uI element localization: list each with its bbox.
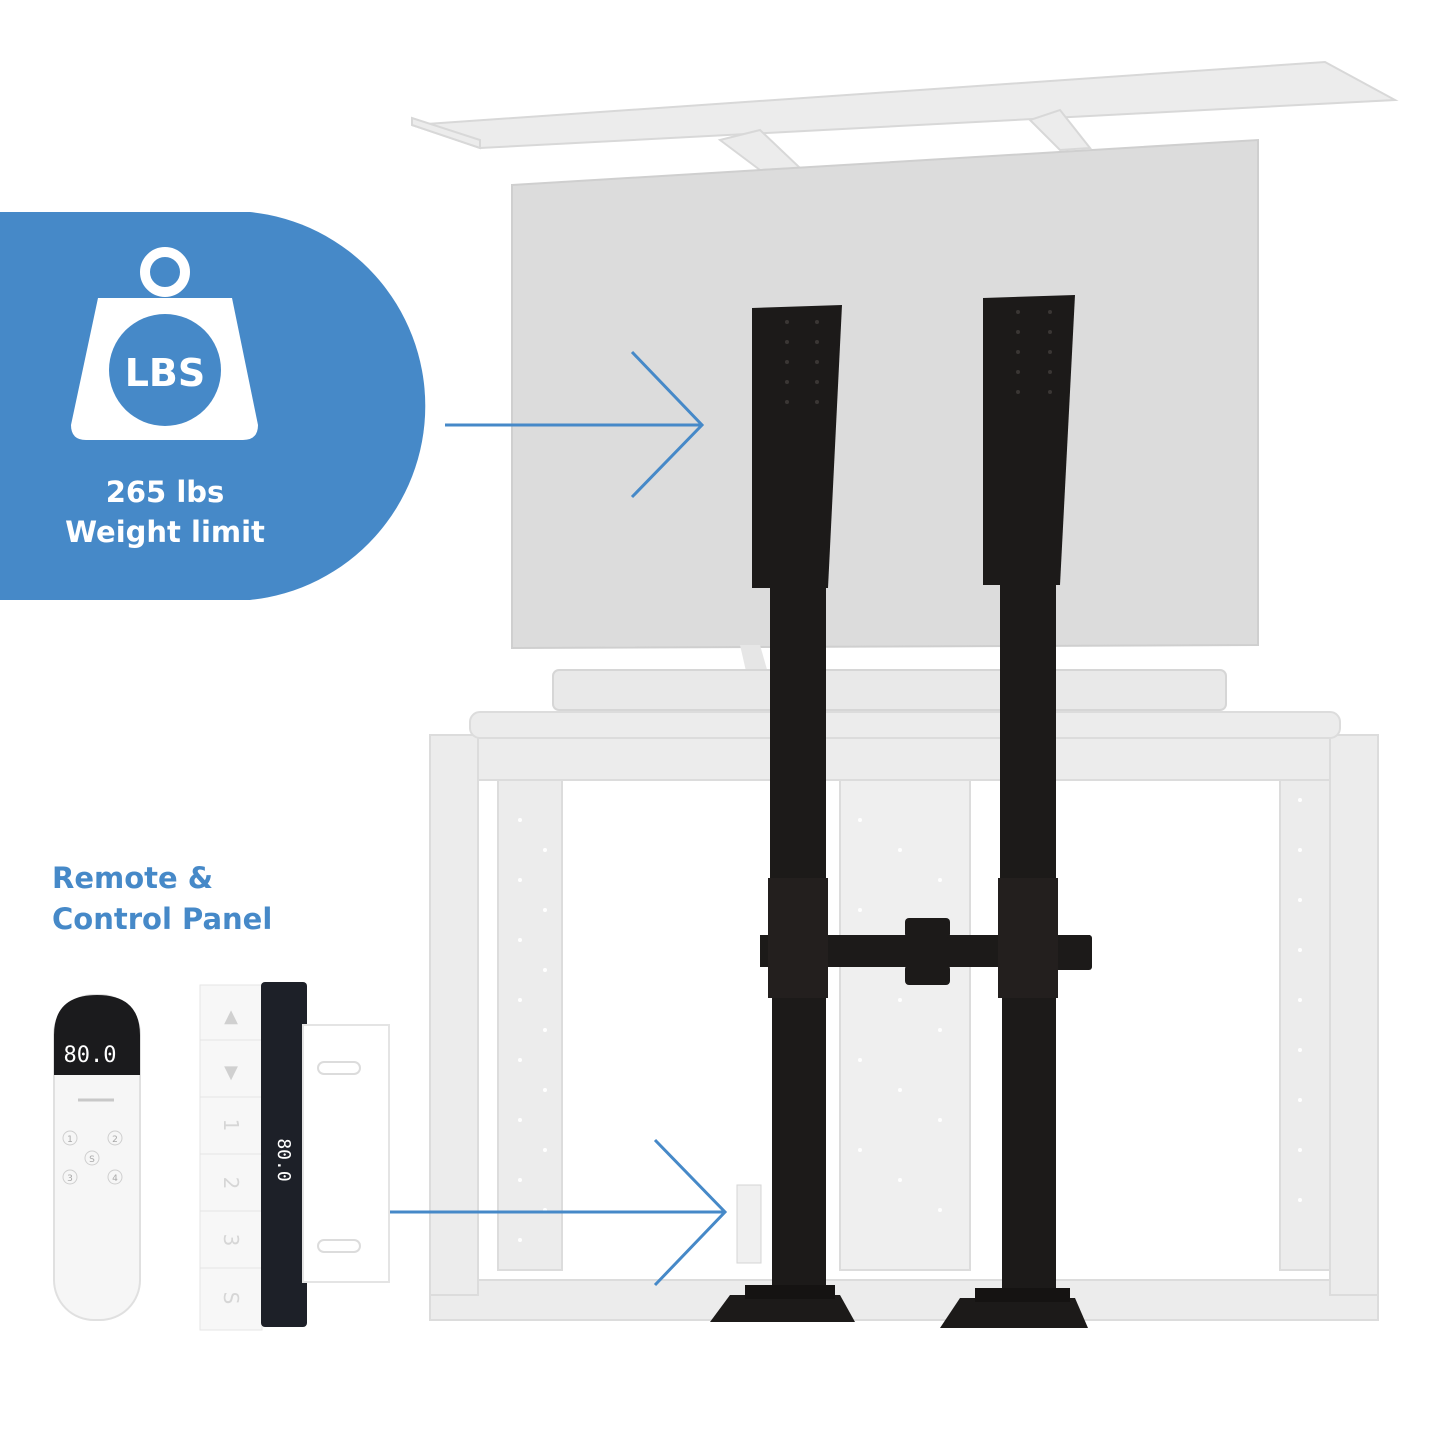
panel-button-3: 3 [219, 1234, 243, 1247]
remote-button-2: 2 [112, 1135, 118, 1145]
weight-limit-value: 265 lbs [105, 475, 225, 509]
soundbar [552, 669, 1227, 711]
panel-button-down: ▼ [224, 1062, 238, 1083]
mounted-control-box [736, 1184, 762, 1264]
weight-limit-caption: Weight limit [65, 515, 265, 549]
weight-icon: LBS [71, 247, 258, 440]
remote-display: 80.0 [64, 1043, 117, 1068]
cabinet-frame [429, 711, 1379, 1321]
remote-section-title: Remote & Control Panel [52, 858, 272, 940]
panel-button-2: 2 [219, 1177, 243, 1190]
lid-frame [411, 60, 1399, 172]
control-panel: ▲ ▼ 1 2 3 S 80.0 [199, 982, 390, 1331]
remote-title-line1: Remote & [52, 861, 214, 895]
remote-button-1: 1 [67, 1135, 73, 1145]
arrow-to-bracket [445, 350, 705, 499]
right-lift-post [940, 295, 1088, 1328]
remote-control: 80.0 1 2 S 3 4 [53, 994, 141, 1321]
television [511, 138, 1259, 680]
remote-title-line2: Control Panel [52, 902, 273, 936]
remote-button-3: 3 [67, 1174, 73, 1184]
arrow-to-control-box [390, 1138, 728, 1287]
panel-button-up: ▲ [224, 1006, 238, 1027]
remote-button-s: S [89, 1155, 95, 1165]
left-lift-post [710, 305, 855, 1322]
panel-display: 80.0 [273, 1138, 294, 1181]
cabinet-holes [518, 798, 1302, 1242]
remote-button-4: 4 [112, 1174, 118, 1184]
weight-icon-label: LBS [125, 351, 206, 395]
panel-button-1: 1 [219, 1119, 243, 1132]
panel-button-s: S [219, 1292, 243, 1305]
